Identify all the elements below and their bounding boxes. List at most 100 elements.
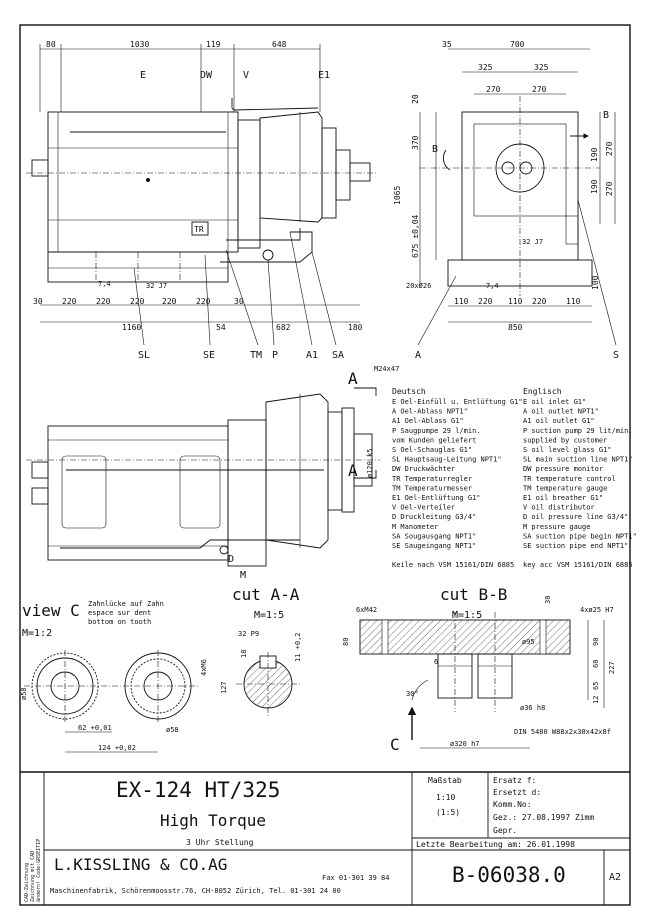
legend-en-item: V oil distributor	[523, 504, 595, 512]
output-shaft	[349, 162, 371, 182]
cut-aa-dim-1: 18	[240, 650, 248, 658]
end-dim-top-0: 35	[442, 40, 452, 49]
side-dim-misc-0: 7,4	[98, 280, 111, 288]
end-dim-bot-2: 220	[478, 297, 493, 306]
flange-section	[359, 619, 571, 655]
label-E: E	[140, 70, 146, 81]
cut-aa-dim-2: 11 +0,2	[294, 632, 302, 662]
legend-de-item: P Saugpumpe 29 l/min.	[392, 427, 481, 435]
legend-en-item: E1 oil breather G1"	[523, 494, 603, 502]
legend-de-item: TR Temperaturregler	[392, 475, 472, 483]
field-gepr: Gepr.	[493, 826, 517, 835]
company-address: Maschinenfabrik, Schörenmoosstr.76, CH-8…	[50, 887, 341, 895]
top-label-D: D	[228, 554, 234, 565]
cut-bb-arrow-C: C	[390, 735, 400, 754]
side-dim-bot-1: 220	[62, 297, 77, 306]
callout-SA: SA	[332, 350, 344, 361]
legend-de-item: S Oel-Schauglas G1"	[392, 446, 472, 454]
legend-en-item: A1 oil outlet G1"	[523, 417, 595, 425]
end-arrow-B-left: B	[432, 144, 438, 155]
section-A-bottom: A	[348, 461, 358, 480]
side-note-1: Zeichnung mit CAD	[30, 851, 36, 902]
end-dim-top-5: 270	[532, 85, 547, 94]
drawing-title: EX-124 HT/325	[116, 778, 280, 802]
top-body	[47, 425, 229, 561]
end-dim-right-3: 270	[605, 181, 614, 196]
cut-bb-dim-10: 6	[434, 658, 438, 666]
top-label-shaft: ø120 k5	[366, 448, 374, 478]
callout-P: P	[272, 350, 278, 361]
label-V: V	[243, 70, 249, 81]
pump-P	[262, 249, 274, 261]
legend-de-item: TM Temperaturmesser	[392, 484, 472, 492]
cut-bb-dim-1: 4xø25 H7	[580, 606, 614, 614]
cut-aa-scale: M=1:5	[254, 610, 284, 621]
cut-bb-dim-5: 90	[592, 638, 600, 646]
label-E1: E1	[318, 70, 330, 81]
side-dim-bot-3: 220	[130, 297, 145, 306]
legend-en-item: P suction pump 29 lit/min.	[523, 427, 633, 435]
cut-bb-dim-4: ø95	[522, 638, 535, 646]
callout-SE: SE	[203, 350, 215, 361]
cut-bb-dim-14: DIN 5480 W88x2x30x42x8f	[514, 728, 611, 736]
cut-bb-scale: M=1:5	[452, 610, 482, 621]
side-dim-bot-6: 30	[234, 297, 244, 306]
end-dim-bot-6: 850	[508, 323, 523, 332]
side-dim-misc-1: 32 J7	[146, 282, 167, 290]
legend-de-item: A1 Oel-Ablass G1"	[392, 417, 464, 425]
legend-en-item: SL main suction line NPT1"	[523, 456, 633, 464]
end-dim-bot-8: 32 J7	[522, 238, 543, 246]
legend-en-item: M pressure gauge	[523, 523, 590, 531]
top-motor	[265, 393, 329, 549]
end-dim-right-4: 100	[591, 275, 600, 290]
company-fax: Fax 01-301 39 84	[322, 874, 389, 882]
cut-aa-dim-3: 127	[220, 681, 228, 694]
legend-en-item: DW pressure monitor	[523, 465, 603, 473]
view-c-note-2: bottom on tooth	[88, 618, 151, 626]
legend-de-title: Deutsch	[392, 387, 426, 396]
legend-de-item: vom Kunden geliefert	[392, 436, 476, 444]
legend-de-item: A Oel-Ablass NPT1"	[392, 408, 468, 416]
drawing-number: B-06038.0	[452, 863, 566, 887]
side-dim-top-1: 1030	[130, 40, 149, 49]
cut-bb-dim-7: 60	[592, 660, 600, 668]
cut-b-b: cut B-B M=1:5 6xM42 4xø25 H7 30 80 ø95 9…	[342, 585, 616, 754]
legend-en-title: Englisch	[523, 387, 562, 396]
view-c-dim-3: ø58	[166, 726, 179, 734]
legend-en-item: SE suction pipe end NPT1"	[523, 542, 628, 550]
scale-main: 1:10	[436, 793, 455, 802]
view-c-scale: M=1:2	[22, 628, 52, 639]
end-callout-S: S	[613, 350, 619, 361]
legend-en-item: key acc VSM 15161/DIN 6885	[523, 561, 633, 569]
view-c-note-1: espace sur dent	[88, 609, 151, 617]
side-dim-top-2: 119	[206, 40, 221, 49]
legend-de-item: E1 Oel-Entlüftung G1"	[392, 494, 481, 502]
legend-en-item: S oil level glass G1"	[523, 446, 612, 454]
top-view: M24x47 ø120 k5 D M A A	[26, 365, 399, 581]
end-dim-bot-0: 20xØ26	[406, 282, 431, 290]
field-ersatz: Ersatz f:	[493, 776, 536, 785]
view-c-dim-4: 4xM6	[200, 659, 208, 676]
view-c-dim-1: 62 +0,01	[78, 724, 112, 732]
end-dim-top-3: 325	[534, 63, 549, 72]
end-dim-top-2: 325	[478, 63, 493, 72]
end-dim-right-2: 190	[590, 179, 599, 194]
side-dim-bot-7: 1160	[122, 323, 141, 332]
cut-a-a: cut A-A M=1:5 32 P9 18 11 +0,2 127	[220, 585, 302, 716]
field-gez: Gez.: 27.08.1997 Zimm	[493, 813, 594, 822]
cut-aa-title: cut A-A	[232, 585, 300, 604]
legend-en-item: TM temperature gauge	[523, 484, 607, 492]
legend-en-item: supplied by customer	[523, 436, 607, 444]
view-c: view C M=1:2 Zahnlücke auf Zahn espace s…	[20, 600, 208, 753]
view-c-note-0: Zahnlücke auf Zahn	[88, 600, 164, 608]
cut-bb-title: cut B-B	[440, 585, 507, 604]
drawing-subtitle: High Torque	[160, 811, 266, 830]
top-label-M: M	[240, 570, 246, 581]
end-dim-left-2: 1065	[393, 186, 402, 205]
side-dim-top-0: 80	[46, 40, 56, 49]
top-label-M24: M24x47	[374, 365, 399, 373]
side-dim-bot-10: 180	[348, 323, 363, 332]
end-callout-A: A	[415, 350, 421, 361]
side-dim-bot-4: 220	[162, 297, 177, 306]
cut-bb-dim-0: 6xM42	[356, 606, 377, 614]
